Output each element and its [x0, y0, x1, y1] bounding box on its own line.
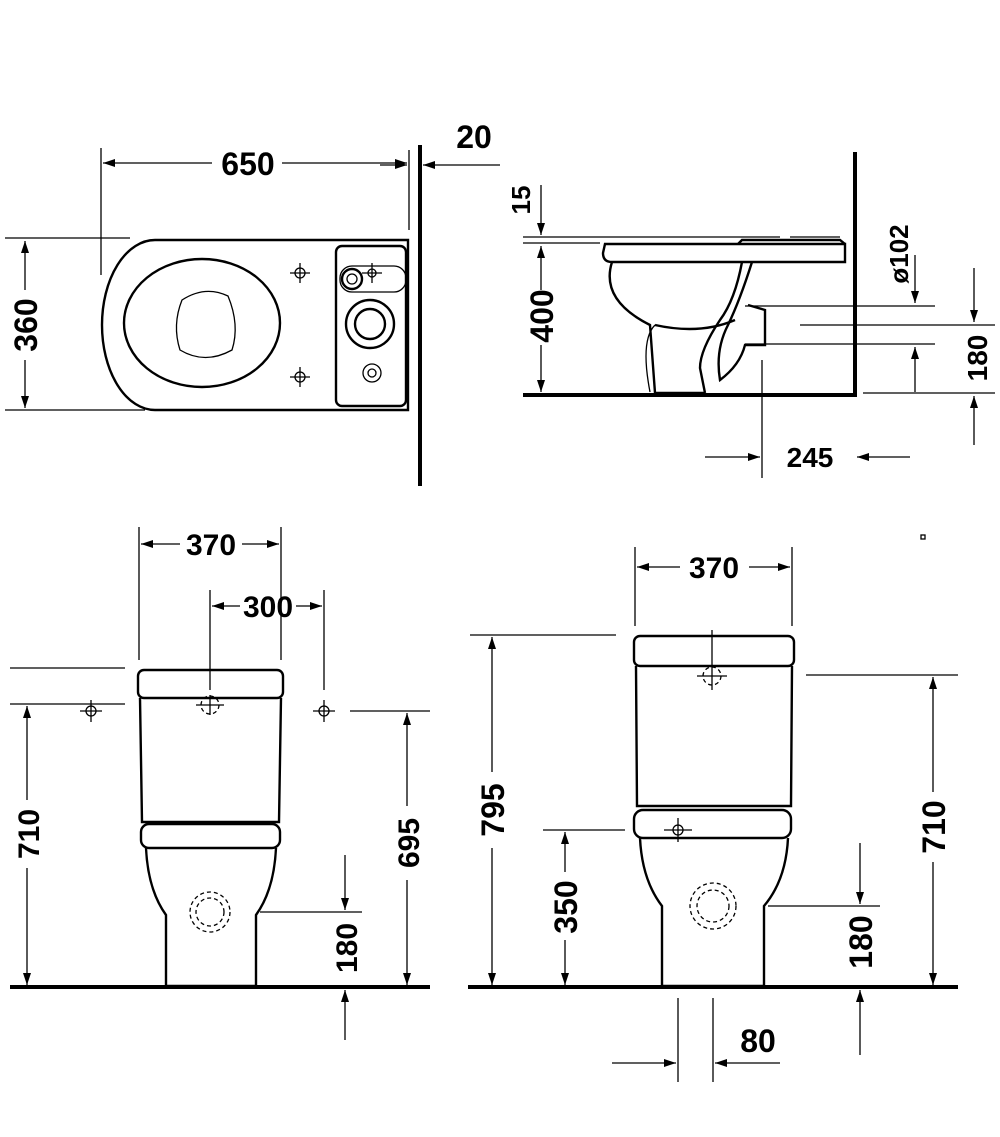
dim-outlet-height-side: 180 — [962, 335, 993, 382]
bowl-rim — [122, 257, 282, 389]
outlet-hidden-back — [689, 882, 737, 930]
dim-front-height: 710 — [13, 809, 46, 859]
dim-outlet-height-front: 180 — [331, 923, 364, 973]
cistern-body-back — [634, 665, 794, 808]
dim-outlet-distance: 245 — [787, 442, 834, 473]
seat-front — [139, 822, 282, 850]
dim-top-depth: 360 — [8, 298, 44, 351]
flush-button — [339, 265, 407, 293]
dim-total-height: 795 — [475, 783, 511, 836]
dim-outlet-height-back: 180 — [843, 915, 879, 968]
top-outline — [100, 238, 410, 412]
outlet-hidden-front — [189, 891, 231, 933]
seat-profile — [601, 242, 847, 264]
dim-front-width: 370 — [186, 529, 236, 562]
dot-mark — [920, 534, 926, 540]
fixing-hole — [362, 363, 382, 383]
cistern-top — [334, 244, 408, 408]
dim-side-width: 370 — [689, 552, 739, 585]
dim-top-width: 650 — [221, 146, 274, 182]
bowl-opening — [175, 290, 236, 359]
dim-wall-gap: 20 — [456, 119, 492, 155]
trap-inner — [698, 261, 744, 394]
dim-fixing-spacing: 300 — [243, 591, 293, 624]
dim-outlet-diameter: ø102 — [884, 224, 914, 283]
dim-seat-height: 400 — [524, 289, 560, 342]
back-view: 370 795 350 710 180 80 — [468, 534, 958, 1082]
seat-back — [632, 808, 793, 840]
front-view: 370 300 710 695 180 — [10, 527, 430, 1040]
cistern-lid-back — [632, 634, 796, 668]
bowl-body — [608, 261, 705, 395]
valve-ring — [340, 267, 364, 291]
fixing-crosses — [290, 263, 382, 387]
bowl-front — [144, 847, 278, 988]
dim-cistern-height: 710 — [916, 800, 952, 853]
dim-inlet-height: 695 — [393, 818, 426, 868]
cistern-body-front — [138, 697, 283, 824]
drain-ring — [344, 298, 396, 350]
top-view: 650 20 360 — [5, 119, 500, 486]
dim-bowl-inlet-height: 350 — [548, 880, 584, 933]
bowl-back — [638, 837, 790, 988]
outlet-pipe — [717, 261, 767, 383]
side-view: 15 400 ø102 180 245 — [506, 152, 995, 478]
dim-outlet-offset: 80 — [740, 1023, 776, 1059]
dim-seat-offset: 15 — [506, 186, 536, 215]
